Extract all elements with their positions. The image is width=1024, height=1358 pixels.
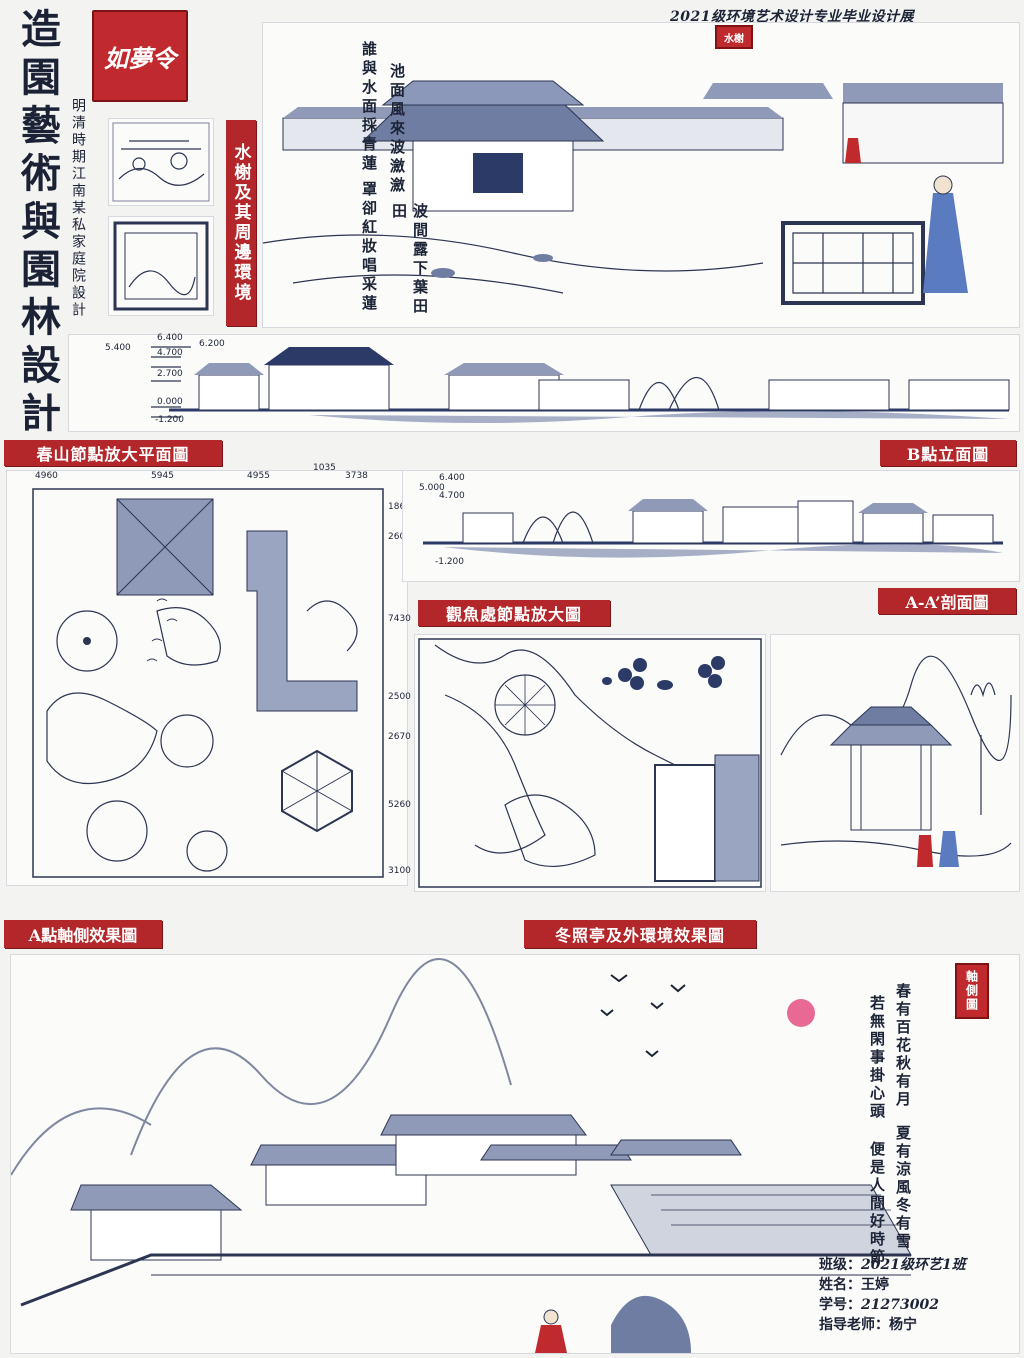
name-label: 姓名：: [819, 1277, 861, 1293]
aa-section-panel: 6.400 5.000 4.700 -1.200: [402, 470, 1020, 582]
poem2-line1: 春有百花秋有月: [894, 983, 912, 1109]
waterside-render-panel: 池面風來波瀲瀲 波間露下葉田田 誰與水面採青蓮 罩卻紅妝唱采蓮 水榭: [262, 22, 1020, 328]
b-elevation-drawing: [151, 346, 1010, 424]
banner: 2021级环境艺术设计专业毕业设计展: [640, 4, 1020, 25]
elev-minus1200: -1.200: [155, 415, 185, 425]
elev-6200: 6.200: [199, 339, 225, 349]
b-elevation-panel: 6.400 5.400 4.700 6.200 2.700 0.000 -1.2…: [68, 333, 1020, 432]
elev-0000: 0.000: [157, 397, 183, 407]
dim-1860: 1860: [388, 502, 411, 512]
winter-pavilion-render: [780, 655, 1012, 867]
poem1-line1: 池面風來波瀲瀲: [388, 63, 406, 196]
spring-hill-plan-panel: 4960 5945 4955 1035 3738: [6, 463, 408, 886]
class-label: 班级：: [819, 1257, 861, 1273]
thumbnail-window-drawing: [113, 221, 209, 311]
side-dimensions: 1860 2600 7430 2500 2670 5260 3100: [386, 496, 411, 886]
axon-seal: 軸側圖: [955, 963, 989, 1019]
thumbnail-landscape-drawing: [112, 122, 210, 202]
winter-pavilion-panel: [770, 634, 1020, 892]
dim-2670: 2670: [388, 732, 411, 742]
axonometric-render-panel: 軸側圖 春有百花秋有月 夏有涼風冬有雪 若無閑事掛心頭 便是人間好時節 班级：2…: [10, 954, 1020, 1354]
page-subtitle: 明清時期江南某私家庭院設計: [70, 98, 86, 319]
waterside-seal-text: 水榭: [724, 33, 744, 45]
waterside-label: 水榭及其周邊環境: [226, 120, 256, 326]
sec-minus1200: -1.200: [435, 557, 465, 567]
aa-section-label: A-A’剖面圖: [878, 588, 1016, 614]
thumbnail-landscape: [108, 118, 214, 206]
dim-2500: 2500: [388, 692, 411, 702]
spring-hill-label: 春山節點放大平面圖: [4, 440, 222, 466]
waterside-render: [262, 80, 1004, 305]
spring-hill-plan: [32, 488, 384, 878]
fish-view-panel: [414, 634, 766, 892]
poem1-line2: 波間露下葉田田: [390, 203, 429, 317]
id-label: 学号：: [819, 1297, 861, 1313]
exhibition-banner: 2021级环境艺术设计专业毕业设计展: [670, 9, 914, 25]
logo-seal: 如夢令: [92, 10, 188, 102]
advisor-row: 指导老师：杨宁: [819, 1315, 1015, 1335]
dim-4960: 4960: [35, 471, 58, 481]
poem1-line3: 誰與水面採青蓮: [360, 41, 378, 174]
dim-4955: 4955: [247, 471, 270, 481]
dim-2600: 2600: [388, 532, 411, 542]
b-elevation-label: B點立面圖: [880, 440, 1016, 466]
fish-view-label: 觀魚處節點放大圖: [418, 600, 610, 626]
axonometric-render: [10, 958, 912, 1353]
winter-pavilion-label: 冬照亭及外環境效果圖: [524, 920, 756, 948]
dim-1035: 1035: [313, 463, 336, 473]
aa-section-drawing: [423, 499, 1003, 558]
class-row: 班级：2021级环艺1班: [819, 1255, 1015, 1275]
sec-5000: 5.000: [419, 483, 445, 493]
elev-5400: 5.400: [105, 343, 131, 353]
poem2-line4: 便是人間好時節: [868, 1141, 886, 1267]
dim-5260: 5260: [388, 800, 411, 810]
name-value: 王婷: [861, 1277, 889, 1293]
dim-7430: 7430: [388, 614, 411, 624]
class-value: 2021级环艺1班: [861, 1257, 966, 1273]
advisor-label: 指导老师：: [819, 1317, 889, 1333]
advisor-value: 杨宁: [889, 1317, 917, 1333]
poem2-line2: 夏有涼風冬有雪: [894, 1125, 912, 1251]
waterside-seal: 水榭: [715, 25, 753, 49]
id-value: 21273002: [861, 1297, 939, 1313]
thumbnail-window: [108, 216, 214, 316]
poem2-line3: 若無閑事掛心頭: [868, 995, 886, 1121]
dim-3738: 3738: [345, 471, 368, 481]
elev-2700: 2.700: [157, 369, 183, 379]
dim-5945: 5945: [151, 471, 174, 481]
elev-4700: 4.700: [157, 348, 183, 358]
logo-text: 如夢令: [104, 43, 176, 73]
id-row: 学号：21273002: [819, 1295, 1015, 1315]
sec-4700: 4.700: [439, 491, 465, 501]
name-row: 姓名：王婷: [819, 1275, 1015, 1295]
page-title: 造園藝術與園林設計: [14, 8, 61, 440]
poem1-line4: 罩卻紅妝唱采蓮: [360, 181, 378, 314]
sec-6400: 6.400: [439, 473, 465, 483]
fish-view-drawing: [418, 638, 762, 888]
dim-3100: 3100: [388, 866, 411, 876]
a-axon-label: A點軸側效果圖: [4, 920, 162, 948]
axon-seal-text: 軸側圖: [964, 970, 979, 1012]
elev-6400: 6.400: [157, 333, 183, 343]
student-info: 班级：2021级环艺1班 姓名：王婷 学号：21273002 指导老师：杨宁: [819, 1255, 1015, 1335]
